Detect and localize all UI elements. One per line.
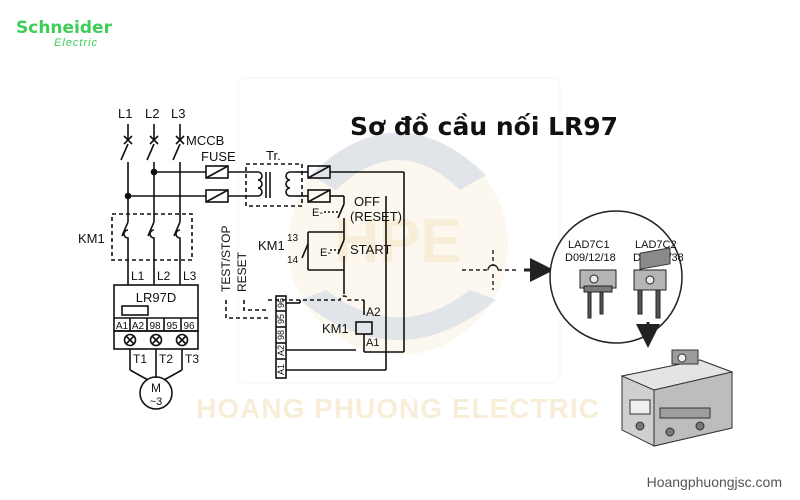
svg-text:(RESET): (RESET) (350, 209, 402, 224)
svg-text:E-: E- (312, 207, 323, 219)
svg-text:LR97D: LR97D (136, 290, 176, 305)
website-text: Hoangphuongjsc.com (647, 474, 782, 490)
svg-text:KM1: KM1 (322, 321, 349, 336)
lad7c2-label: LAD7C2 (635, 239, 677, 251)
svg-text:E-: E- (320, 247, 331, 259)
svg-text:T1: T1 (133, 352, 147, 366)
svg-text:T3: T3 (185, 352, 199, 366)
svg-text:98: 98 (276, 330, 286, 340)
svg-text:TEST/STOP: TEST/STOP (219, 226, 233, 292)
lad7c1-sizes: D09/12/18 (565, 252, 616, 264)
svg-text:KM1: KM1 (258, 238, 285, 253)
schneider-logo: Schneider Electric (16, 18, 113, 49)
svg-text:96: 96 (276, 298, 286, 308)
svg-text:A2: A2 (132, 321, 145, 332)
svg-text:L3: L3 (183, 269, 197, 283)
svg-text:KM1: KM1 (78, 231, 105, 246)
arrow-section (462, 250, 554, 290)
svg-text:M: M (151, 381, 161, 395)
svg-text:98: 98 (149, 321, 161, 332)
svg-text:A1: A1 (116, 321, 129, 332)
svg-text:START: START (350, 242, 391, 257)
logo-sub: Electric (54, 37, 98, 49)
svg-text:L1: L1 (131, 269, 145, 283)
svg-text:RESET: RESET (235, 251, 249, 292)
watermark: HPE HOANG PHUONG ELECTRIC (196, 77, 600, 424)
svg-text:L3: L3 (171, 106, 185, 121)
power-circuit: L1 L2 L3 MCCB KM1 L1 L2 L3 (78, 106, 252, 410)
svg-text:~3: ~3 (150, 396, 163, 408)
lad7c1-label: LAD7C1 (568, 239, 610, 251)
svg-text:L2: L2 (145, 106, 159, 121)
svg-text:A1: A1 (366, 337, 379, 349)
svg-text:L2: L2 (157, 269, 171, 283)
svg-text:A2: A2 (366, 305, 381, 319)
page-title: Sơ đồ cầu nối LR97 (350, 112, 618, 141)
svg-text:A1: A1 (276, 364, 286, 375)
control-circuit: OFF (RESET) E- KM1 13 14 E- START A2 KM1… (219, 171, 405, 379)
watermark-text: HOANG PHUONG ELECTRIC (196, 393, 600, 424)
svg-text:96: 96 (183, 321, 195, 332)
svg-text:A2: A2 (276, 345, 286, 356)
accessory-detail: LAD7C1 D09/12/18 LAD7C2 D25/35/38 (549, 210, 684, 344)
svg-text:FUSE: FUSE (201, 149, 236, 164)
relay-device-illustration (620, 247, 734, 447)
svg-text:OFF: OFF (354, 194, 380, 209)
logo-name: Schneider (16, 18, 113, 38)
svg-text:T2: T2 (159, 352, 173, 366)
transformer: Tr. (245, 148, 331, 207)
svg-text:13: 13 (287, 233, 299, 244)
svg-text:MCCB: MCCB (186, 133, 224, 148)
svg-text:95: 95 (166, 321, 178, 332)
svg-text:L1: L1 (118, 106, 132, 121)
watermark-center: HPE (334, 207, 461, 276)
svg-text:14: 14 (287, 255, 299, 266)
svg-text:95: 95 (276, 314, 286, 324)
svg-text:Tr.: Tr. (266, 148, 281, 163)
